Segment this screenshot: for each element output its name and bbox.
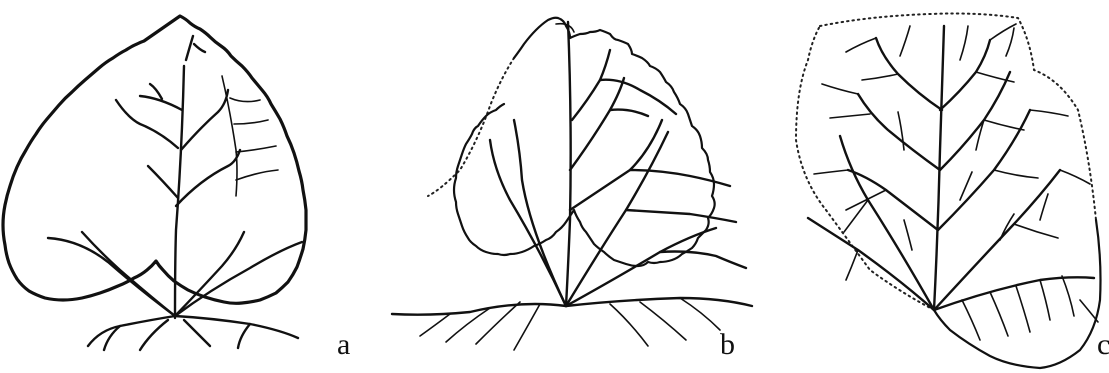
leaf-a-outline bbox=[3, 16, 306, 303]
panel-label-c: c bbox=[1097, 330, 1109, 360]
leaf-c bbox=[796, 14, 1101, 369]
leaf-c-outline bbox=[934, 220, 1101, 368]
leaf-b bbox=[392, 18, 752, 350]
leaf-a-midrib bbox=[175, 66, 184, 318]
leaf-b-midrib bbox=[566, 22, 571, 306]
leaf-c-dotted-margin bbox=[796, 14, 1096, 311]
panel-label-a: a bbox=[337, 330, 350, 360]
panel-label-b: b bbox=[720, 330, 735, 360]
leaf-b-dotted-margin bbox=[428, 58, 514, 196]
leaf-b-outline bbox=[454, 18, 715, 266]
leaf-a bbox=[3, 16, 306, 350]
